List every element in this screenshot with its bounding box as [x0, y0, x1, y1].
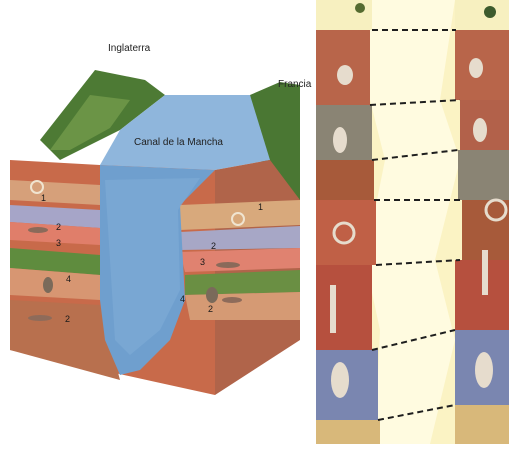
- right-layer-number: 2: [208, 304, 213, 314]
- tree-icon: [484, 6, 496, 18]
- trilobite-icon: [28, 227, 48, 233]
- trilobite-icon: [43, 277, 53, 293]
- right-layer-number: 2: [211, 241, 216, 251]
- trilobite-icon: [469, 58, 483, 78]
- tree-icon: [355, 3, 365, 13]
- belemnite-icon: [482, 250, 488, 295]
- left-layer-number: 4: [66, 274, 71, 284]
- left-layer-number: 2: [56, 222, 61, 232]
- belemnite-icon: [330, 285, 336, 333]
- label-france: Francia: [278, 79, 311, 90]
- right-layer-number: 1: [258, 202, 263, 212]
- channel-block-diagram: [10, 70, 300, 395]
- right-layer-number: 3: [200, 257, 205, 267]
- left-layer-number: 1: [41, 193, 46, 203]
- trilobite-icon: [206, 287, 218, 303]
- label-channel: Canal de la Mancha: [134, 137, 223, 148]
- left-layer-number: 2: [65, 314, 70, 324]
- trilobite-icon: [337, 65, 353, 85]
- trilobite-icon: [216, 262, 240, 268]
- left-layer-number: 3: [56, 238, 61, 248]
- right-layer-number: 4: [180, 294, 185, 304]
- belemnite-icon: [28, 315, 52, 321]
- belemnite-icon: [222, 297, 242, 303]
- trilobite-icon: [333, 127, 347, 153]
- trilobite-icon: [473, 118, 487, 142]
- trilobite-icon: [331, 362, 349, 398]
- label-england: Inglaterra: [108, 43, 150, 54]
- correlation-panel: [316, 0, 509, 444]
- trilobite-icon: [475, 352, 493, 388]
